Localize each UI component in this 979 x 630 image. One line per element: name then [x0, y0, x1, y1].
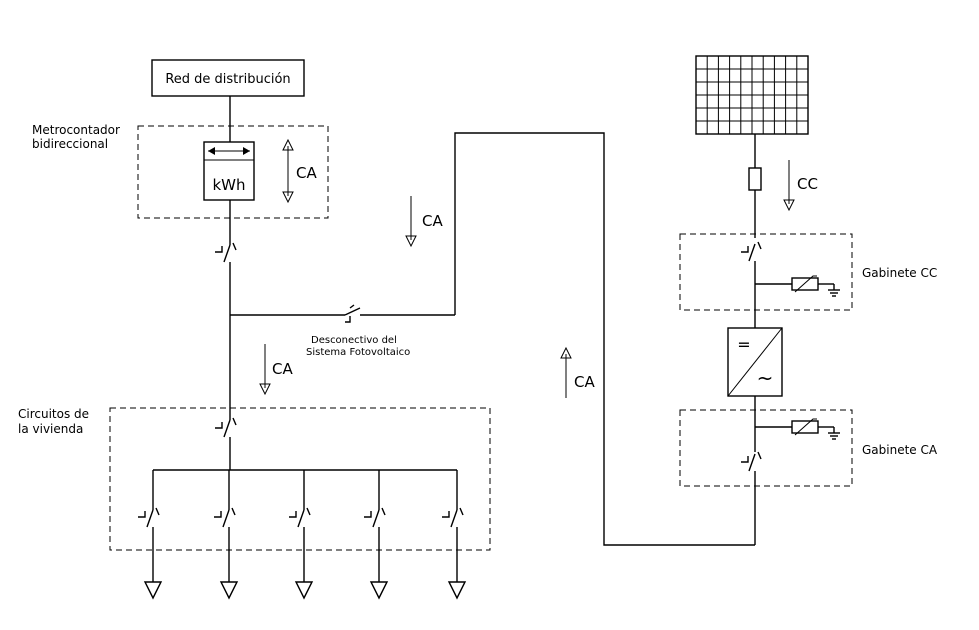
circuit-branch: [214, 470, 239, 600]
grid-label: Red de distribución: [165, 72, 290, 87]
meter-title-1: Metrocontador: [32, 123, 120, 137]
ac-cabinet: Gabinete CA: [679, 409, 938, 545]
circuit-branch: [289, 470, 314, 600]
circuit-branch: [442, 470, 467, 600]
circuit-branch: [364, 470, 389, 600]
meter-ca-label: CA: [296, 164, 317, 182]
disconnect-label-2: Sistema Fotovoltaico: [306, 347, 410, 358]
meter-section: Metrocontador bidireccional kWh CA: [32, 123, 329, 219]
pv-panel: [695, 55, 809, 135]
circuits-title-2: la vivienda: [18, 422, 83, 436]
cc-arrow: CC: [783, 160, 818, 212]
meter-unit: kWh: [212, 176, 245, 194]
main-breaker: [215, 242, 237, 263]
cc-label: CC: [797, 175, 818, 193]
inverter-ac-symbol: ~: [757, 366, 774, 390]
grid-box: Red de distribución: [151, 59, 305, 97]
svg-text:CA: CA: [574, 373, 595, 391]
dc-cabinet: Gabinete CC: [679, 233, 937, 328]
circuits-title-1: Circuitos de: [18, 407, 89, 421]
ca-arrow-top: CA: [405, 196, 443, 248]
meter-title-2: bidireccional: [32, 137, 108, 151]
dc-cabinet-label: Gabinete CC: [862, 266, 937, 280]
svg-text:CA: CA: [272, 360, 293, 378]
house-circuits-section: Circuitos de la vivienda: [18, 407, 491, 600]
disconnect-label-1: Desconectivo del: [311, 335, 397, 346]
ca-arrow-right: CA: [560, 346, 595, 398]
circuit-branch: [138, 470, 163, 600]
svg-text:CA: CA: [422, 212, 443, 230]
pv-disconnect-switch: [344, 304, 361, 323]
ac-cabinet-label: Gabinete CA: [862, 443, 938, 457]
inverter: = ~: [727, 327, 783, 397]
ca-arrow-middle: CA: [259, 344, 293, 396]
inverter-dc-symbol: =: [737, 335, 750, 354]
dc-fuse: [748, 167, 762, 191]
